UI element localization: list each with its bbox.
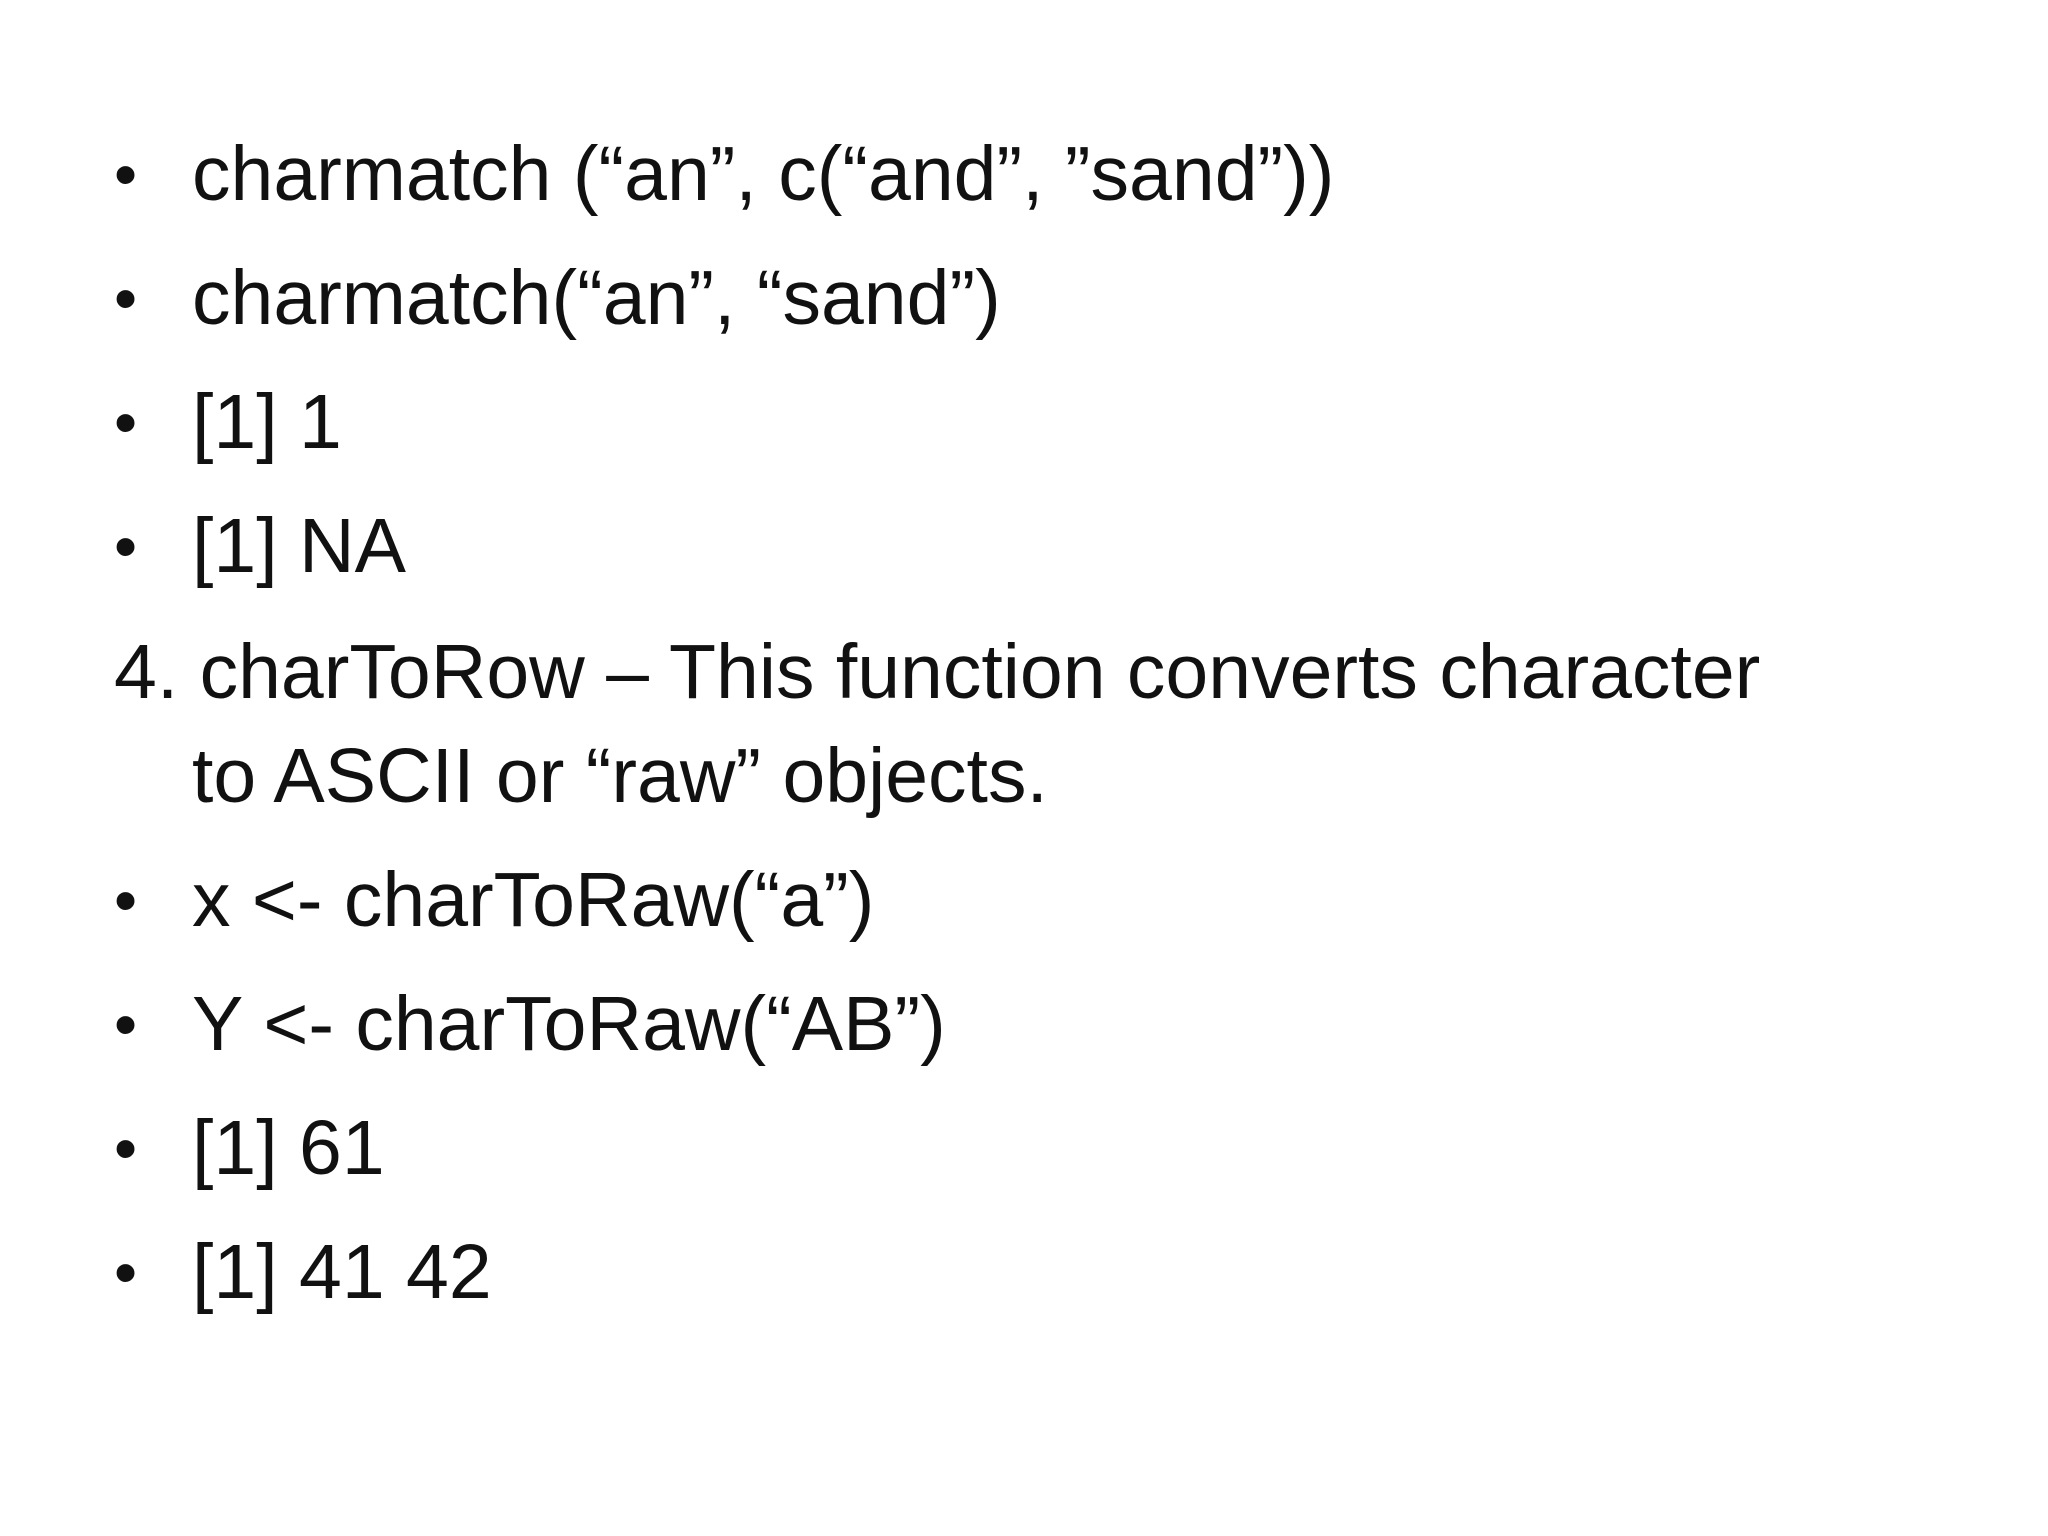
bullet-item: • charmatch (“an”, c(“and”, ”sand”))	[114, 122, 1964, 246]
bullet-item: • [1] 61	[114, 1096, 1964, 1220]
bullet-icon: •	[114, 261, 138, 335]
bullet-item: • charmatch(“an”, “sand”)	[114, 246, 1964, 370]
bullet-item: • [1] 41 42	[114, 1220, 1964, 1344]
numbered-item-line-2: to ASCII or “raw” objects.	[192, 733, 1048, 819]
bullet-text: [1] 61	[192, 1105, 385, 1191]
bullet-item: • Y <- charToRaw(“AB”)	[114, 972, 1964, 1096]
bullet-item: • [1] 1	[114, 370, 1964, 494]
bullet-icon: •	[114, 509, 138, 583]
bullet-icon: •	[114, 863, 138, 937]
bullet-icon: •	[114, 1111, 138, 1185]
slide-content: • charmatch (“an”, c(“and”, ”sand”)) • c…	[114, 122, 1964, 1344]
numbered-item-line-1: 4. charToRow – This function converts ch…	[114, 629, 1761, 715]
bullet-text: [1] 41 42	[192, 1229, 492, 1315]
numbered-item: 4. charToRow – This function converts ch…	[114, 620, 1964, 848]
bullet-icon: •	[114, 1235, 138, 1309]
bullet-item: • x <- charToRaw(“a”)	[114, 848, 1964, 972]
bullet-text: charmatch(“an”, “sand”)	[192, 255, 1001, 341]
bullet-icon: •	[114, 987, 138, 1061]
bullet-item: • [1] NA	[114, 494, 1964, 618]
bullet-text: Y <- charToRaw(“AB”)	[192, 981, 946, 1067]
bullet-text: charmatch (“an”, c(“and”, ”sand”))	[192, 131, 1335, 217]
bullet-text: x <- charToRaw(“a”)	[192, 857, 875, 943]
bullet-icon: •	[114, 385, 138, 459]
bullet-icon: •	[114, 137, 138, 211]
bullet-text: [1] NA	[192, 503, 406, 589]
bullet-text: [1] 1	[192, 379, 342, 465]
